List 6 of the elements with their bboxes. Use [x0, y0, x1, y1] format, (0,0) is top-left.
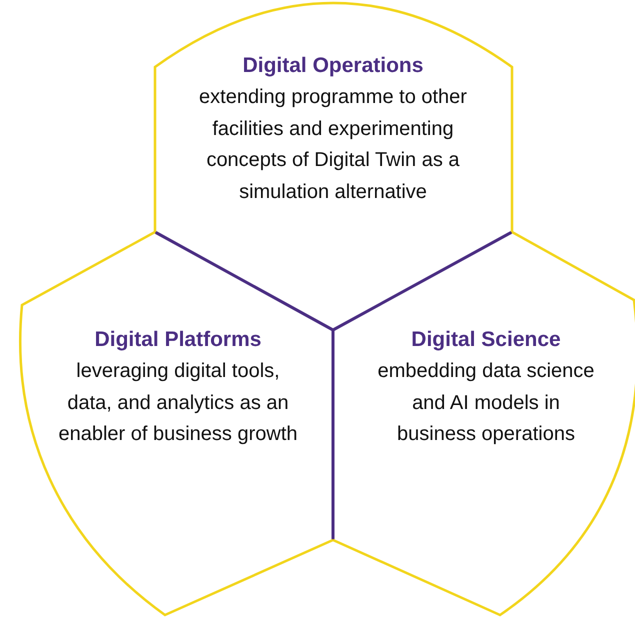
- segment-heading: Digital Science: [411, 327, 561, 353]
- segment-description: embedding data science and AI models in business operations: [376, 359, 596, 447]
- segment-heading: Digital Operations: [242, 53, 424, 79]
- segment-description: leveraging digital tools, data, and analytics as an enabler of business growth: [57, 359, 299, 447]
- segment-heading: Digital Platforms: [94, 327, 262, 353]
- segment-description: extending programme to other facilities and experimenting concepts of Digital Twin as a simulation alternative: [198, 85, 468, 204]
